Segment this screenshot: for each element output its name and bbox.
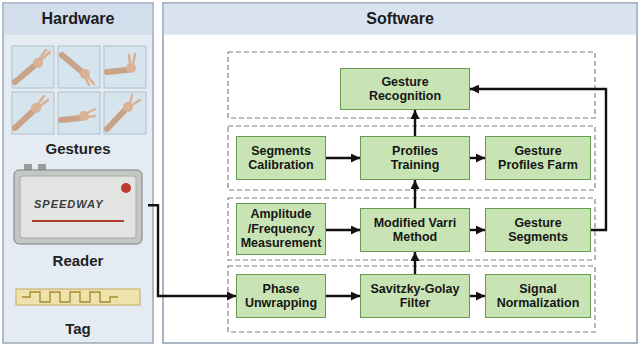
process-label: Signal Normalization — [490, 282, 586, 311]
panel: SoftwareGesture RecognitionSegments Cali… — [163, 3, 637, 343]
process-label: Gesture Profiles Farm — [492, 144, 584, 173]
gesture-photo — [123, 102, 133, 112]
gesture-photo — [12, 92, 54, 134]
gesture-photo — [12, 46, 54, 88]
gesture-photos — [12, 46, 146, 134]
gesture-photo — [31, 103, 41, 113]
process-label: Gesture Segments — [493, 216, 583, 245]
gesture-photo — [104, 92, 146, 134]
gesture-photo — [130, 95, 140, 105]
gesture-photo — [15, 66, 34, 82]
header-band — [164, 4, 637, 35]
flow-arrow — [414, 252, 416, 274]
rfid-reader-device — [14, 170, 142, 244]
layer-groups — [228, 52, 595, 332]
figure-caption: Reader — [53, 252, 104, 270]
process-box: Amplitude /Frequency Measurement — [236, 203, 326, 254]
gesture-photo — [107, 111, 124, 129]
header-band — [4, 4, 153, 35]
device-brand-text: SPEEDWAY — [34, 198, 104, 210]
process-label: Savitzky-Golay Filter — [363, 282, 467, 311]
gesture-photo — [107, 70, 127, 72]
gesture-photo — [86, 77, 94, 85]
flow-arrow — [470, 295, 485, 297]
rfid-reader-device — [32, 220, 124, 222]
gesture-photo — [104, 92, 146, 134]
flow-arrow — [148, 205, 236, 296]
process-box: Gesture Recognition — [340, 68, 470, 110]
figure-caption: Tag — [65, 320, 91, 338]
gesture-photo — [40, 50, 50, 60]
gesture-photo — [58, 46, 100, 88]
gesture-photo — [38, 96, 48, 106]
gesture-photo — [15, 112, 32, 128]
gesture-photo — [104, 46, 146, 88]
process-box: Gesture Segments — [485, 208, 591, 252]
process-box: Savitzky-Golay Filter — [360, 274, 470, 318]
gesture-photo — [12, 92, 54, 134]
gesture-photo — [12, 46, 54, 88]
process-box: Profiles Training — [360, 136, 470, 180]
flow-arrow — [326, 229, 360, 231]
rfid-reader-device — [20, 176, 136, 238]
flow-arrow — [414, 180, 416, 208]
process-box: Modified Varri Method — [360, 208, 470, 252]
process-box: Segments Calibration — [236, 136, 326, 180]
gesture-photo — [129, 54, 135, 64]
panel: HardwareGesturesReaderTag — [3, 3, 153, 343]
process-label: Gesture Recognition — [355, 75, 455, 104]
process-box: Signal Normalization — [485, 274, 591, 318]
rfid-tag — [22, 292, 118, 302]
device-figure: Tag — [8, 276, 148, 338]
dashed-group — [228, 52, 595, 118]
gesture-photo — [87, 109, 95, 117]
device-figure: Reader — [8, 162, 148, 270]
process-box: Phase Unwrapping — [236, 274, 326, 318]
rfid-tag — [16, 289, 140, 305]
flow-arrow — [470, 157, 485, 159]
process-label: Modified Varri Method — [365, 216, 465, 245]
flow-arrow — [326, 295, 360, 297]
gesture-photo — [62, 55, 81, 71]
process-label: Profiles Training — [369, 144, 461, 173]
gesture-photo — [58, 92, 100, 134]
gesture-photo — [61, 118, 80, 120]
rfid-tag — [16, 289, 140, 305]
panel-heading: Software — [163, 3, 637, 35]
software-panel-frame — [163, 3, 637, 343]
gesture-photo — [58, 46, 100, 88]
process-label: Amplitude /Frequency Measurement — [238, 207, 324, 250]
figure-caption: Gestures — [45, 140, 110, 158]
process-label: Phase Unwrapping — [239, 282, 323, 311]
rfid-reader-device — [14, 164, 142, 244]
panel-fill — [3, 3, 153, 343]
gesture-photo — [58, 92, 100, 134]
flow-arrow — [326, 157, 360, 159]
dashed-group — [228, 126, 595, 190]
device-figure: Gestures — [8, 40, 148, 158]
panel-fill — [163, 3, 637, 343]
dashed-group — [228, 266, 595, 332]
process-box: Gesture Profiles Farm — [485, 136, 591, 180]
flow-arrow — [414, 110, 416, 136]
panel-heading: Hardware — [3, 3, 153, 35]
rfid-reader-device — [121, 183, 131, 193]
flow-arrow — [470, 229, 485, 231]
gesture-photo — [104, 46, 146, 88]
hardware-panel-frame — [3, 3, 153, 343]
process-label: Segments Calibration — [239, 144, 323, 173]
dashed-group — [228, 198, 595, 260]
